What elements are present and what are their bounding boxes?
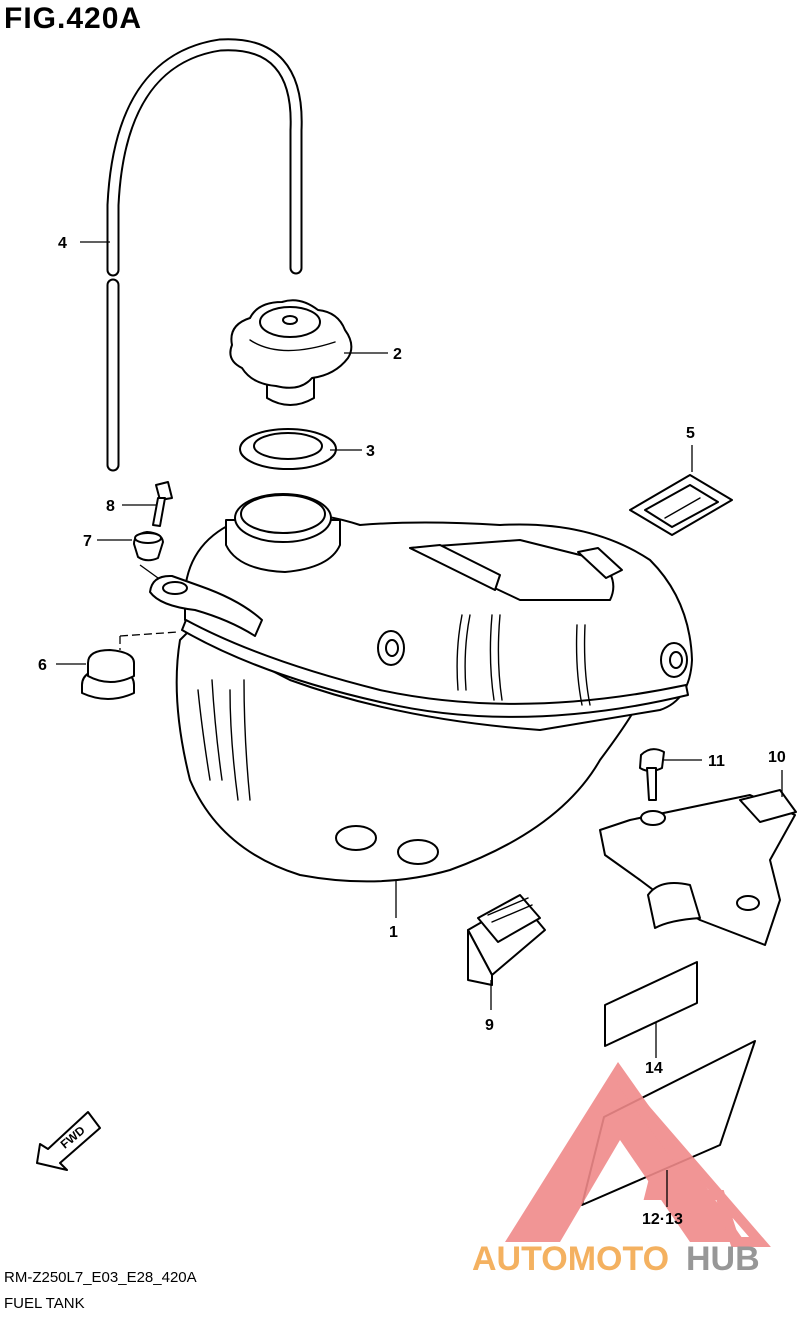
tank-bracket[interactable]: [599, 789, 797, 946]
breather-hose[interactable]: [106, 38, 303, 472]
watermark-triangle-right: [615, 1076, 771, 1247]
fuel-tank[interactable]: [149, 493, 693, 883]
callout-1: 1: [389, 924, 398, 941]
callout-4: 4: [58, 235, 67, 252]
callout-8: 8: [106, 498, 115, 515]
callout-7: 7: [83, 533, 92, 550]
callout-5: 5: [686, 425, 695, 442]
watermark-text-gray: HUB: [686, 1240, 760, 1278]
callout-12-13: 12·13: [642, 1211, 683, 1228]
fwd-arrow: FWD: [36, 1111, 101, 1171]
caution-label-14[interactable]: [604, 961, 698, 1047]
diagram-code: RM-Z250L7_E03_E28_420A: [4, 1269, 197, 1286]
callout-3: 3: [366, 443, 375, 460]
callout-10: 10: [768, 749, 786, 766]
callout-14: 14: [645, 1060, 663, 1077]
leader-lines: [56, 241, 783, 1207]
mount-bolt[interactable]: [639, 748, 665, 801]
watermark: AUTOMOTO HUB: [472, 1062, 771, 1278]
leader-dash: [119, 631, 179, 637]
cap-gasket[interactable]: [239, 428, 337, 470]
figure-title: FIG.420A: [4, 2, 143, 35]
callout-9: 9: [485, 1017, 494, 1034]
leader-line: [139, 564, 159, 579]
cushion-pad[interactable]: [467, 894, 546, 986]
watermark-text-orange: AUTOMOTO: [472, 1240, 669, 1278]
rubber-cushion[interactable]: [81, 649, 135, 700]
bolt[interactable]: [152, 481, 173, 527]
callout-11: 11: [708, 753, 725, 770]
fuel-cap[interactable]: [229, 299, 353, 406]
diagram-name: FUEL TANK: [4, 1295, 85, 1312]
tank-strap[interactable]: [629, 474, 733, 536]
callout-6: 6: [38, 657, 47, 674]
callout-2: 2: [393, 346, 402, 363]
collar[interactable]: [133, 531, 164, 562]
